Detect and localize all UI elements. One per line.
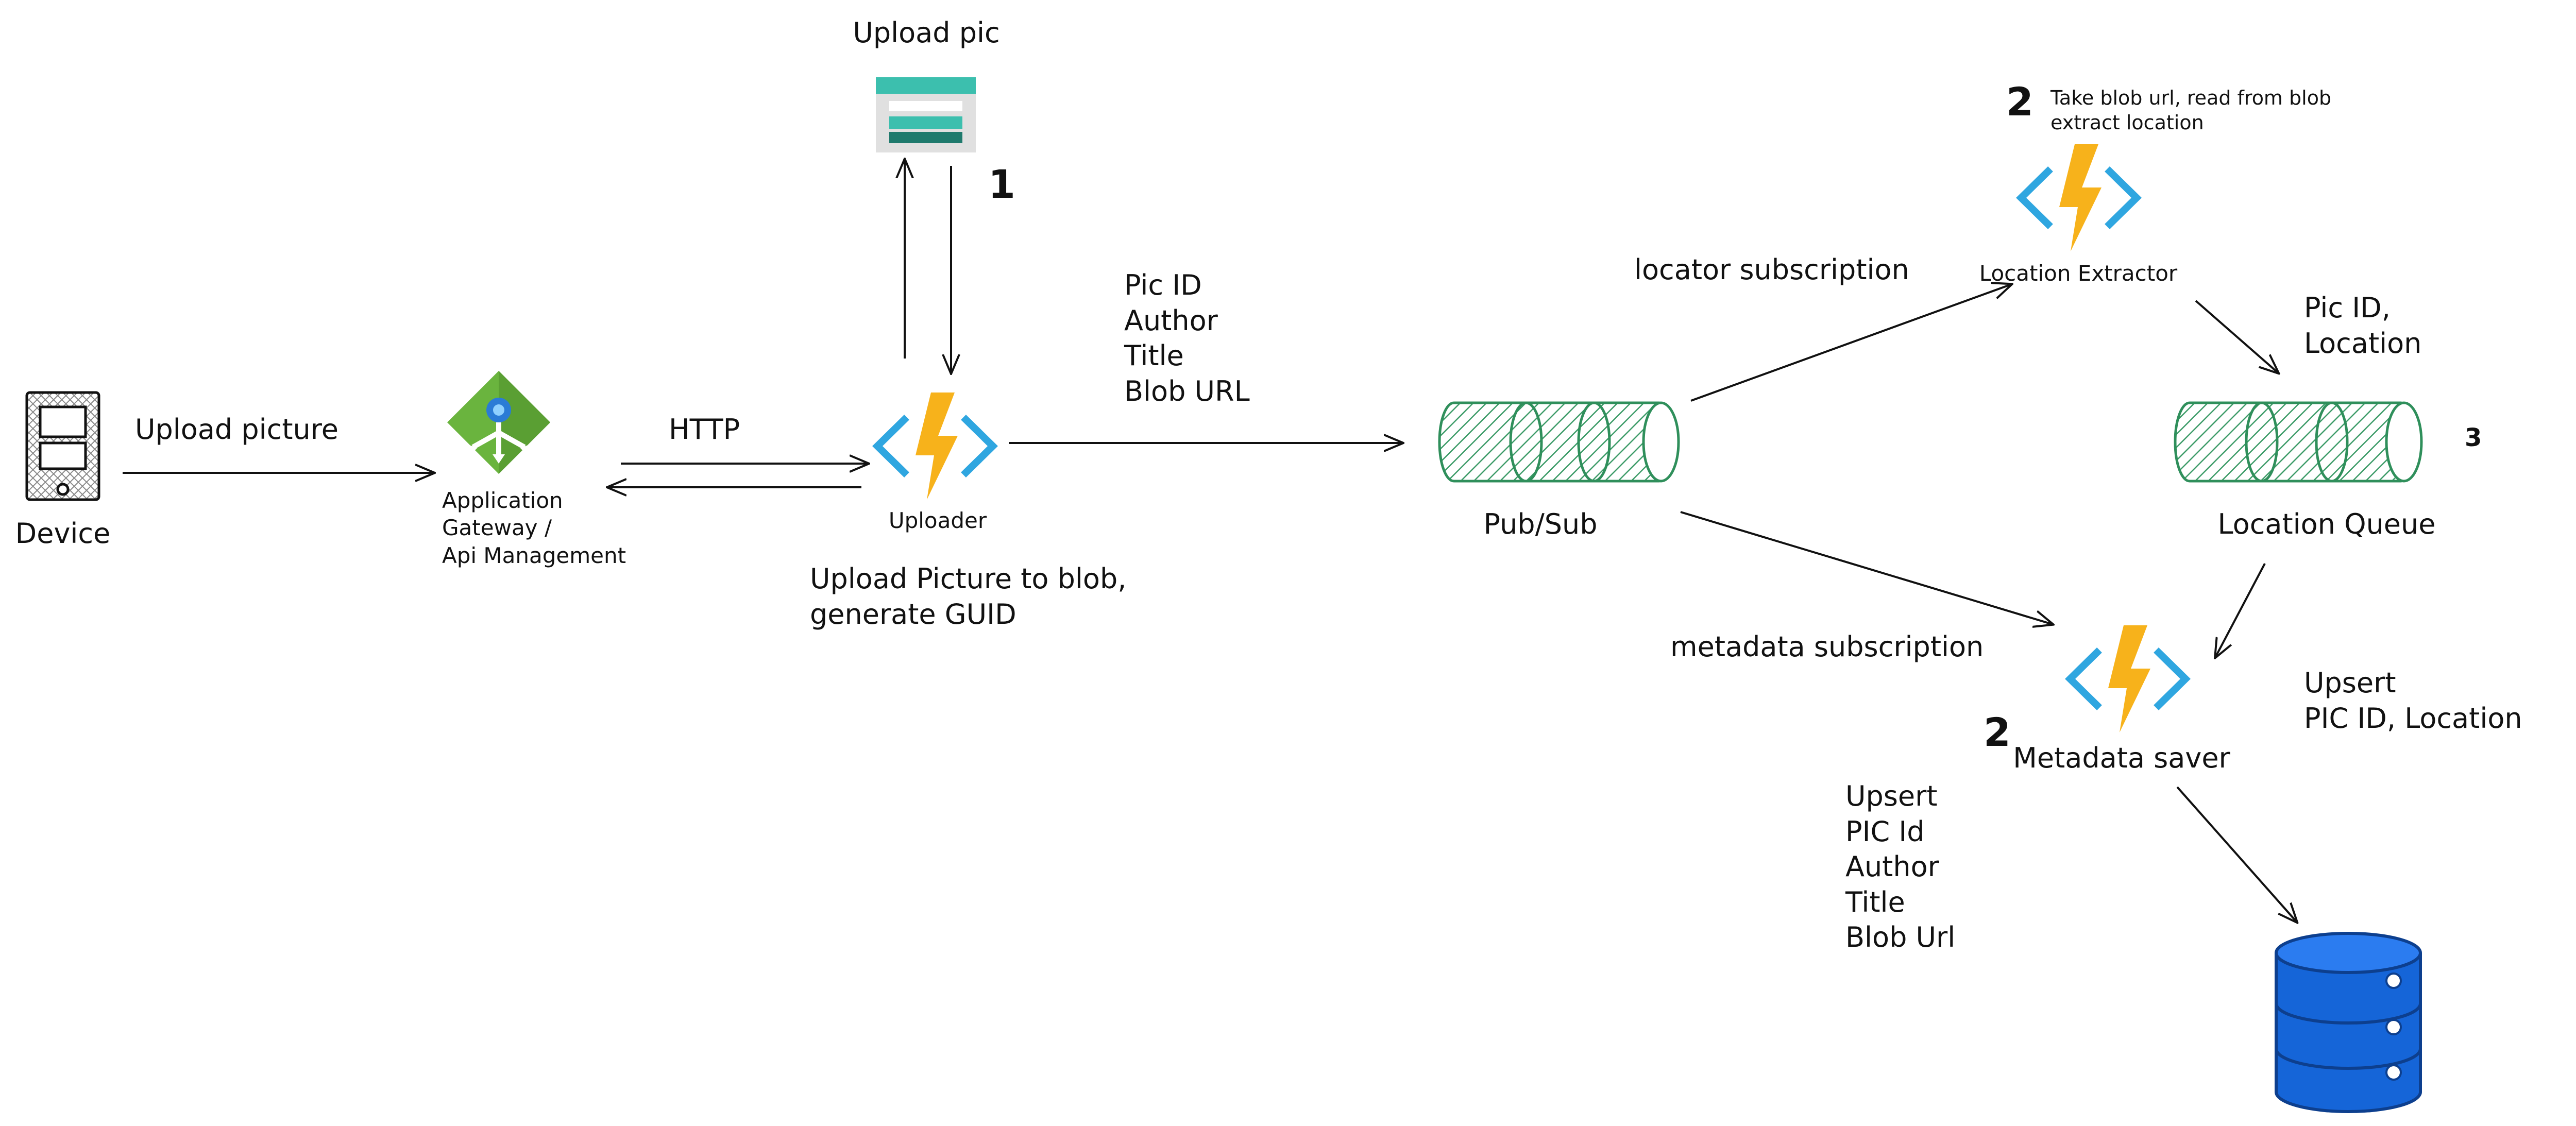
saver-upsert-location-label: Upsert PIC ID, Location [2304,667,2522,735]
pubsub-label: Pub/Sub [1483,508,1598,540]
extractor-to-queue-label: Pic ID, Location [2304,292,2422,360]
locator-subscription-label: locator subscription [1634,253,1909,286]
uploader-note: Upload Picture to blob, generate GUID [810,562,1127,630]
uploader-to-pubsub-label: Pic ID Author Title Blob URL [1124,269,1250,407]
step-number-queue: 3 [2465,423,2482,452]
step-number-storage: 1 [988,161,1015,207]
arrow-queue-to-saver [2215,563,2266,657]
arrow-extractor-to-queue [2195,300,2278,373]
location-queue-label: Location Queue [2217,508,2436,540]
arrow-pubsub-to-extractor [1690,284,2011,402]
http-label: HTTP [669,413,740,446]
step-number-saver: 2 [1984,709,2011,755]
mobile-device-icon [25,391,100,501]
queue-cylinder-icon [1438,401,1680,483]
extractor-note: Take blob url, read from blob extract lo… [2050,87,2332,134]
metadata-saver-label: Metadata saver [2013,742,2230,774]
saver-upsert-metadata-label: Upsert PIC Id Author Title Blob Url [1845,780,1956,954]
gateway-label: Application Gateway / Api Management [442,488,626,568]
blob-storage-icon [876,77,976,152]
device-label: Device [15,517,111,550]
azure-function-icon [872,393,998,500]
arrow-pubsub-to-saver [1680,511,2053,624]
upload-picture-label: Upload picture [135,413,338,446]
application-gateway-icon [447,371,550,474]
metadata-subscription-label: metadata subscription [1670,630,1984,663]
database-icon [2275,932,2422,1113]
azure-function-icon [2065,625,2191,732]
queue-cylinder-icon [2174,401,2423,483]
azure-function-icon [2016,144,2142,251]
arrow-saver-to-database [2176,786,2297,922]
location-extractor-label: Location Extractor [1979,261,2178,286]
storage-label: Upload pic [853,16,1000,49]
uploader-label: Uploader [888,508,987,533]
step-number-extractor: 2 [2006,79,2033,125]
